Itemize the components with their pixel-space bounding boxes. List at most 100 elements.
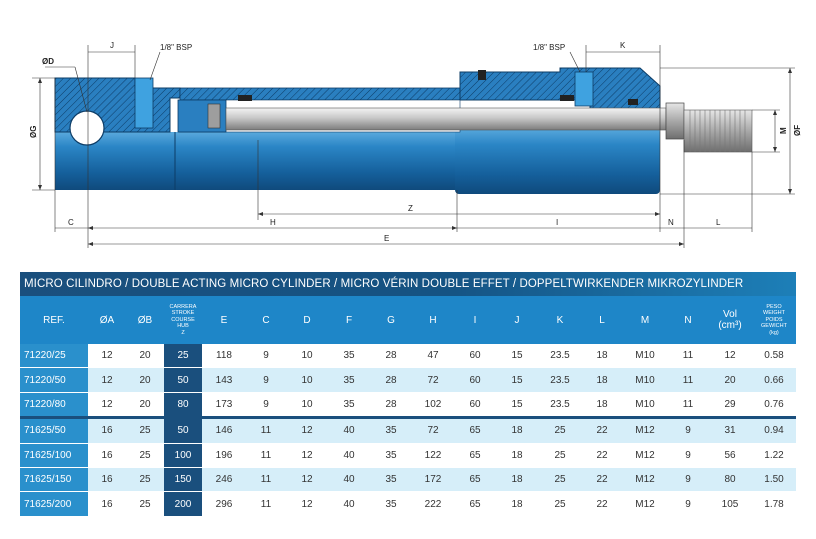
cell-m: M10 bbox=[622, 367, 668, 393]
label-of: ØF bbox=[793, 125, 802, 136]
cell-c: 9 bbox=[246, 344, 286, 368]
cell-weight: 1.22 bbox=[752, 442, 796, 468]
cell-a: 12 bbox=[88, 391, 126, 418]
cell-h: 72 bbox=[412, 416, 454, 444]
label-bsp-right: 1/8" BSP bbox=[533, 43, 565, 52]
cell-i: 60 bbox=[454, 344, 496, 368]
cell-ref: 71625/150 bbox=[20, 466, 88, 492]
header-d: D bbox=[286, 296, 328, 344]
cell-n: 9 bbox=[668, 416, 708, 444]
cell-ref: 71625/100 bbox=[20, 442, 88, 468]
cell-g: 35 bbox=[370, 416, 412, 444]
cell-e: 146 bbox=[202, 416, 246, 444]
cell-j: 18 bbox=[496, 491, 538, 516]
header-ref: REF. bbox=[20, 296, 88, 344]
header-j: J bbox=[496, 296, 538, 344]
cell-weight: 0.94 bbox=[752, 416, 796, 444]
spec-table: REF. ØA ØB CARRERA STROKE COURSE HUB Z E… bbox=[20, 296, 796, 516]
cell-a: 16 bbox=[88, 416, 126, 444]
cell-k: 25 bbox=[538, 466, 582, 492]
cell-f: 35 bbox=[328, 344, 370, 368]
cell-b: 25 bbox=[126, 466, 164, 492]
cell-j: 15 bbox=[496, 391, 538, 418]
port-right bbox=[574, 71, 594, 107]
cell-c: 11 bbox=[246, 466, 286, 492]
header-h: H bbox=[412, 296, 454, 344]
header-weight: PESO WEIGHT POIDS GEWICHT (kg) bbox=[752, 296, 796, 344]
rod-nut bbox=[665, 102, 685, 140]
cell-g: 35 bbox=[370, 466, 412, 492]
header-f: F bbox=[328, 296, 370, 344]
cell-c: 9 bbox=[246, 367, 286, 393]
cell-d: 12 bbox=[286, 416, 328, 444]
cell-g: 35 bbox=[370, 442, 412, 468]
cell-stroke: 200 bbox=[164, 491, 202, 516]
cell-j: 18 bbox=[496, 416, 538, 444]
header-b: ØB bbox=[126, 296, 164, 344]
cell-j: 15 bbox=[496, 344, 538, 368]
cell-e: 118 bbox=[202, 344, 246, 368]
cell-f: 35 bbox=[328, 367, 370, 393]
cell-i: 65 bbox=[454, 466, 496, 492]
header-vol: Vol (cm³) bbox=[708, 296, 752, 344]
cell-m: M10 bbox=[622, 391, 668, 418]
cell-vol: 29 bbox=[708, 391, 752, 418]
cell-b: 20 bbox=[126, 367, 164, 393]
cell-a: 16 bbox=[88, 466, 126, 492]
cell-h: 102 bbox=[412, 391, 454, 418]
cell-c: 11 bbox=[246, 491, 286, 516]
cell-j: 15 bbox=[496, 367, 538, 393]
cell-k: 25 bbox=[538, 442, 582, 468]
cell-l: 22 bbox=[582, 491, 622, 516]
cell-c: 11 bbox=[246, 442, 286, 468]
cell-m: M12 bbox=[622, 466, 668, 492]
cell-m: M12 bbox=[622, 491, 668, 516]
cell-vol: 12 bbox=[708, 344, 752, 368]
cell-e: 173 bbox=[202, 391, 246, 418]
cell-l: 18 bbox=[582, 344, 622, 368]
cell-i: 60 bbox=[454, 367, 496, 393]
cell-n: 9 bbox=[668, 466, 708, 492]
cell-k: 25 bbox=[538, 491, 582, 516]
cell-k: 23.5 bbox=[538, 367, 582, 393]
cell-j: 18 bbox=[496, 466, 538, 492]
cell-b: 20 bbox=[126, 344, 164, 368]
cell-d: 10 bbox=[286, 367, 328, 393]
cell-h: 172 bbox=[412, 466, 454, 492]
cell-stroke: 150 bbox=[164, 466, 202, 492]
cell-e: 196 bbox=[202, 442, 246, 468]
label-od: ØD bbox=[42, 57, 54, 66]
header-l: L bbox=[582, 296, 622, 344]
table-title: MICRO CILINDRO / DOUBLE ACTING MICRO CYL… bbox=[20, 272, 796, 296]
cell-stroke: 50 bbox=[164, 367, 202, 393]
cell-a: 16 bbox=[88, 442, 126, 468]
header-a: ØA bbox=[88, 296, 126, 344]
cell-i: 65 bbox=[454, 442, 496, 468]
cell-h: 72 bbox=[412, 367, 454, 393]
spec-table-panel: MICRO CILINDRO / DOUBLE ACTING MICRO CYL… bbox=[20, 272, 796, 516]
cell-c: 11 bbox=[246, 416, 286, 444]
cell-l: 18 bbox=[582, 391, 622, 418]
rod-thread bbox=[683, 109, 753, 153]
cell-ref: 71220/80 bbox=[20, 391, 88, 418]
cell-f: 40 bbox=[328, 491, 370, 516]
label-c: C bbox=[68, 218, 74, 227]
cell-b: 25 bbox=[126, 416, 164, 444]
piston-rod bbox=[225, 107, 667, 131]
cell-e: 296 bbox=[202, 491, 246, 516]
cell-a: 12 bbox=[88, 367, 126, 393]
cell-weight: 1.50 bbox=[752, 466, 796, 492]
header-k: K bbox=[538, 296, 582, 344]
cell-d: 12 bbox=[286, 491, 328, 516]
cell-ref: 71625/200 bbox=[20, 491, 88, 516]
label-k: K bbox=[620, 41, 626, 50]
cell-i: 65 bbox=[454, 491, 496, 516]
cell-l: 22 bbox=[582, 416, 622, 444]
cell-n: 11 bbox=[668, 391, 708, 418]
cell-i: 65 bbox=[454, 416, 496, 444]
cell-k: 25 bbox=[538, 416, 582, 444]
